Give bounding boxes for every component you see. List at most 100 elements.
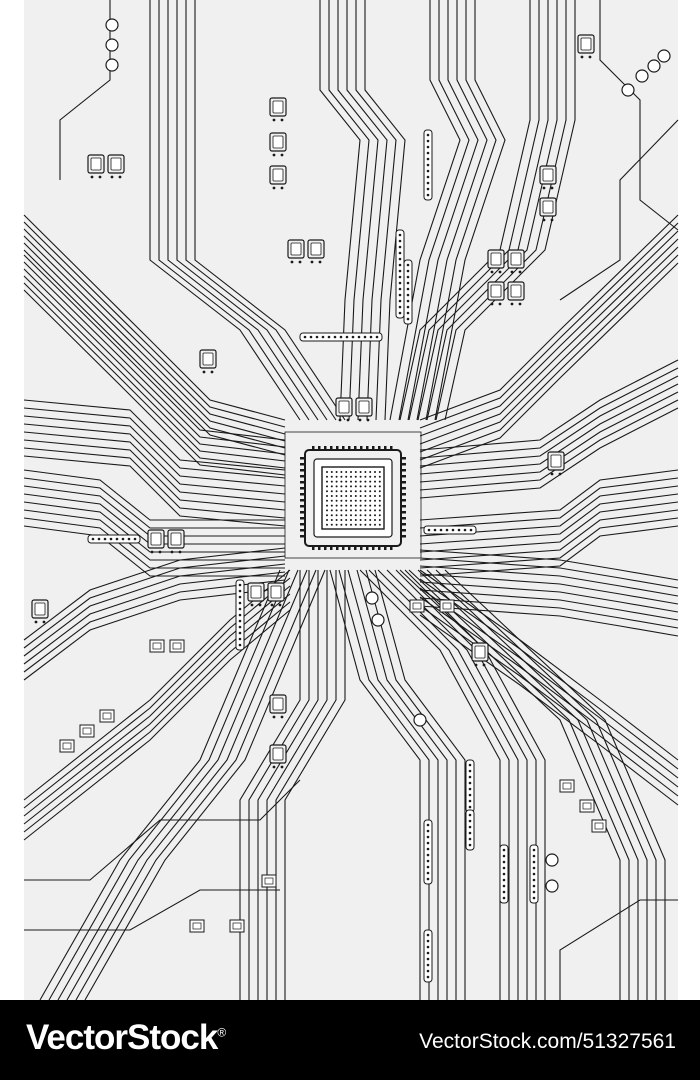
cpu-ball [345,490,348,493]
solder-pad [510,302,514,306]
connector-pin [426,975,430,979]
connector-pin [468,805,472,809]
connector-pin [406,269,410,273]
circuit-trace [23,593,291,825]
connector-pin [532,860,536,864]
cpu-ball [345,514,348,517]
connector-pin [532,896,536,900]
circuit-trace [368,569,510,1000]
connector-pin [406,299,410,303]
connector-pin [406,263,410,267]
connector-pin [426,133,430,137]
circuit-trace [425,0,497,421]
cpu-ball [369,499,372,502]
component-face [272,100,284,114]
cpu-ball [350,490,352,493]
via-ring [647,59,661,73]
cpu-ball [354,471,357,473]
circuit-trace [419,222,679,429]
connector-pin [398,281,402,285]
cpu-ball [378,519,381,521]
connector-pin [426,835,430,839]
circuit-trace [23,399,286,471]
circuit-trace [419,254,679,461]
cpu-pin-top [324,446,327,451]
circuit-trace [176,0,328,421]
connector-pin [502,884,506,888]
circuit-trace [419,614,679,806]
solder-pad [298,260,302,264]
cpu-pin-right [401,523,406,526]
cpu-ball [364,485,367,488]
connector-pin [238,601,242,605]
cpu-ball [364,504,367,507]
cpu-pin-left [300,475,305,478]
cpu-pin-left [300,463,305,466]
cpu-pin-right [401,457,406,460]
circuit-trace [419,525,679,577]
registered-mark: ® [217,1025,226,1040]
component-face [510,284,522,298]
connector-pin [468,763,472,767]
cpu-ball [350,495,352,497]
circuit-board-illustration [23,0,679,1000]
solder-pad [280,765,284,769]
cpu-pin-left [300,469,305,472]
solder-pad [498,270,502,274]
solder-pad [474,663,478,667]
cpu-ball [354,485,357,488]
cpu-ball [369,480,372,483]
cpu-pin-bottom [312,545,315,550]
circuit-traces [23,0,679,1000]
component-face [110,157,122,171]
connector-pin [426,841,430,845]
circuit-trace [23,485,285,537]
circuit-components [31,18,671,983]
smd-pad-inner [442,602,452,610]
connector-pin [502,860,506,864]
smd-pad [79,724,95,738]
solder-pad [310,260,314,264]
connector-pin [103,537,107,541]
circuit-trace [23,579,286,673]
connector-pin [238,619,242,623]
connector-pin [121,537,125,541]
cpu-ball [340,509,343,512]
circuit-trace [419,262,679,469]
component-face [202,352,214,366]
cpu-ball [350,475,352,478]
smd-pad [189,919,205,933]
connector-pin [363,335,367,339]
smd-pad [149,639,165,653]
connector-strip [465,759,475,813]
connector-pin [238,643,242,647]
cpu-pin-bottom [372,545,375,550]
circuit-trace [408,569,630,1000]
cpu-ball [340,523,343,526]
connector-pin [426,933,430,937]
cpu-pin-bottom [384,545,387,550]
connector-pin [398,275,402,279]
cpu-pin-left [300,487,305,490]
circuit-trace [23,577,291,809]
cpu-die-frame [313,458,393,538]
connector-pin [398,311,402,315]
connector-pin [327,335,331,339]
cpu-pin-bottom [324,545,327,550]
via-ring [545,879,559,893]
connector-pin [426,169,430,173]
cpu-ball [374,504,376,507]
solder-pad [90,175,94,179]
solder-pad [280,186,284,190]
cpu-ball [378,504,381,507]
cpu-pin-left [300,535,305,538]
cpu-ball [369,495,372,497]
cpu-ball [326,523,328,526]
smd-pad [591,819,607,833]
cpu-ball [354,509,357,512]
circuit-trace [419,485,679,537]
cpu-ball [354,523,357,526]
cpu-ball [374,509,376,512]
cpu-ball [374,514,376,517]
connector-strip [403,259,413,325]
